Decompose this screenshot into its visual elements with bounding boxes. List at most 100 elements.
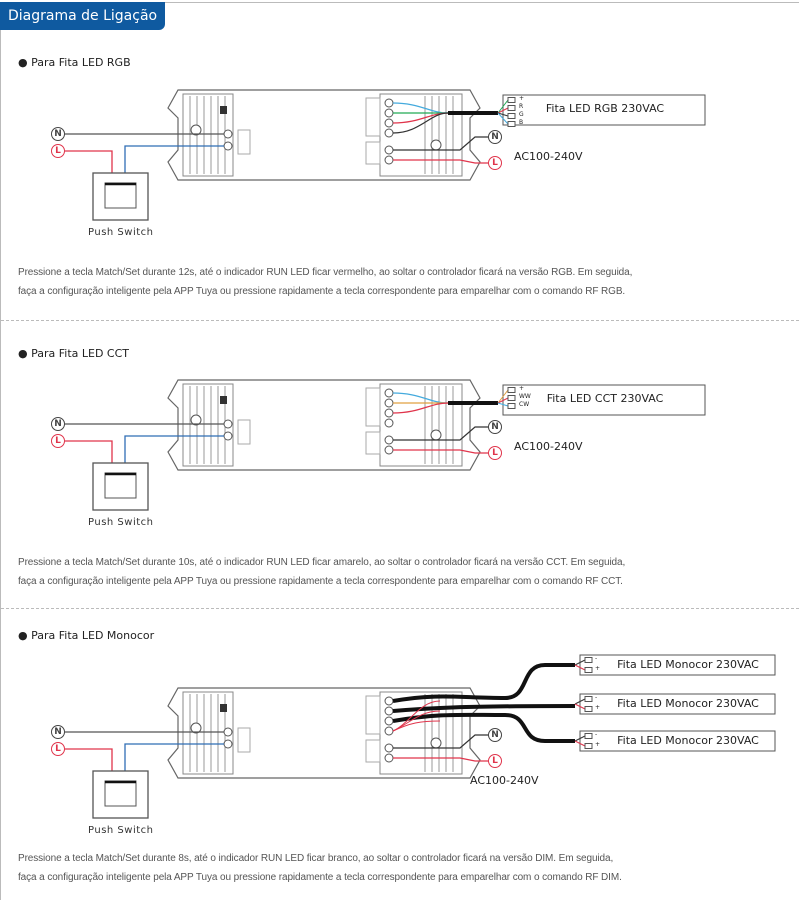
diagram-group [65,89,706,221]
switch-wire [124,145,224,173]
strip-wire [497,112,509,125]
strip-pin-label: - [595,655,598,662]
neutral-terminal-label: N [488,130,502,144]
live-wire [65,150,113,173]
led-strip-label: Fita LED Monocor 230VAC [617,734,759,747]
strip-wire [574,659,586,666]
output-wire [392,112,449,134]
strip-wire [574,698,586,705]
page-title: Diagrama de Ligação [0,2,166,30]
led-strip-label: Fita LED Monocor 230VAC [617,697,759,710]
push-switch-label: Push Switch [88,227,154,238]
strip-pin [584,706,593,712]
instruction-line-2: faça a configuração inteligente pela APP… [18,576,623,587]
strip-pin [507,97,516,103]
strip-pin [507,121,516,127]
screw [190,414,202,426]
left-terminal-block [182,691,234,775]
strip-pin [584,667,593,673]
input-live-wire [393,449,489,454]
output-cable [392,712,575,743]
led-strip-label: Fita LED Monocor 230VAC [617,658,759,671]
input-live-wire [393,159,489,164]
strip-pin-label: + [595,741,601,748]
terminal [384,743,394,753]
match-button [220,704,227,712]
section-title: ● Para Fita LED Monocor [18,629,155,642]
strip-pin-label: WW [519,393,531,400]
switch-button [104,182,137,209]
supply-voltage-label: AC100-240V [514,150,583,163]
input-label-plate [365,739,381,763]
led-strip [502,94,706,126]
strip-wire [497,107,509,114]
strip-pin [584,696,593,702]
strip-wire [497,402,509,407]
input-neutral-wire [393,426,489,441]
terminal [384,418,394,428]
terminal [384,696,394,706]
live-wire [65,748,113,771]
section-divider [1,320,799,321]
strip-wire [574,664,586,671]
supply-voltage-label: AC100-240V [470,774,539,787]
match-button [220,396,227,404]
strip-pin-label: + [595,704,601,711]
screw [190,722,202,734]
led-strip-label: Fita LED RGB 230VAC [545,102,665,115]
section-divider [1,608,799,609]
strip-pin-label: + [519,385,525,392]
strip-pin-label: R [519,103,524,110]
output-wire [392,402,449,414]
push-switch-label: Push Switch [88,825,154,836]
led-strip [579,693,776,715]
strip-pin-label: + [595,665,601,672]
live-terminal-label: L [488,156,502,170]
strip-pin-label: - [595,731,598,738]
strip-wire [574,735,586,742]
output-label-plate [365,97,381,137]
strip-pin [507,403,516,409]
input-live-wire [393,757,489,762]
instruction-line-1: Pressione a tecla Match/Set durante 8s, … [18,853,614,864]
screw [430,737,442,749]
strip-pin-label: - [595,694,598,701]
diagram-group [65,379,706,511]
neutral-terminal-label: N [488,420,502,434]
strip-pin [507,387,516,393]
push-switch [92,770,149,819]
input-label-plate [365,431,381,455]
instruction-line-1: Pressione a tecla Match/Set durante 12s,… [18,267,633,278]
strip-pin-label: CW [519,401,530,408]
live-terminal-label: L [488,446,502,460]
strip-pin [584,733,593,739]
input-neutral-wire [393,136,489,151]
instruction-line-2: faça a configuração inteligente pela APP… [18,872,622,883]
label-plate [237,419,251,445]
left-terminal-block [182,383,234,467]
strip-pin-label: B [519,119,524,126]
live-wire [65,440,113,463]
led-strip [579,654,776,676]
strip-wire [574,703,586,710]
neutral-terminal-label: N [51,417,65,431]
section-title: ● Para Fita LED RGB [18,56,131,69]
terminal [384,726,394,736]
switch-wire [124,435,224,463]
strip-wire [497,389,509,404]
strip-wire [574,740,586,747]
live-terminal-label: L [488,754,502,768]
neutral-terminal-label: N [51,127,65,141]
live-terminal-label: L [51,144,65,158]
instruction-line-1: Pressione a tecla Match/Set durante 10s,… [18,557,626,568]
output-cable [392,704,576,713]
strip-pin [584,657,593,663]
terminal [384,716,394,726]
led-strip [579,730,776,752]
label-plate [237,129,251,155]
strip-wire [497,397,509,404]
strip-pin [584,743,593,749]
section-title: ● Para Fita LED CCT [18,347,129,360]
strip-wire [497,99,509,114]
